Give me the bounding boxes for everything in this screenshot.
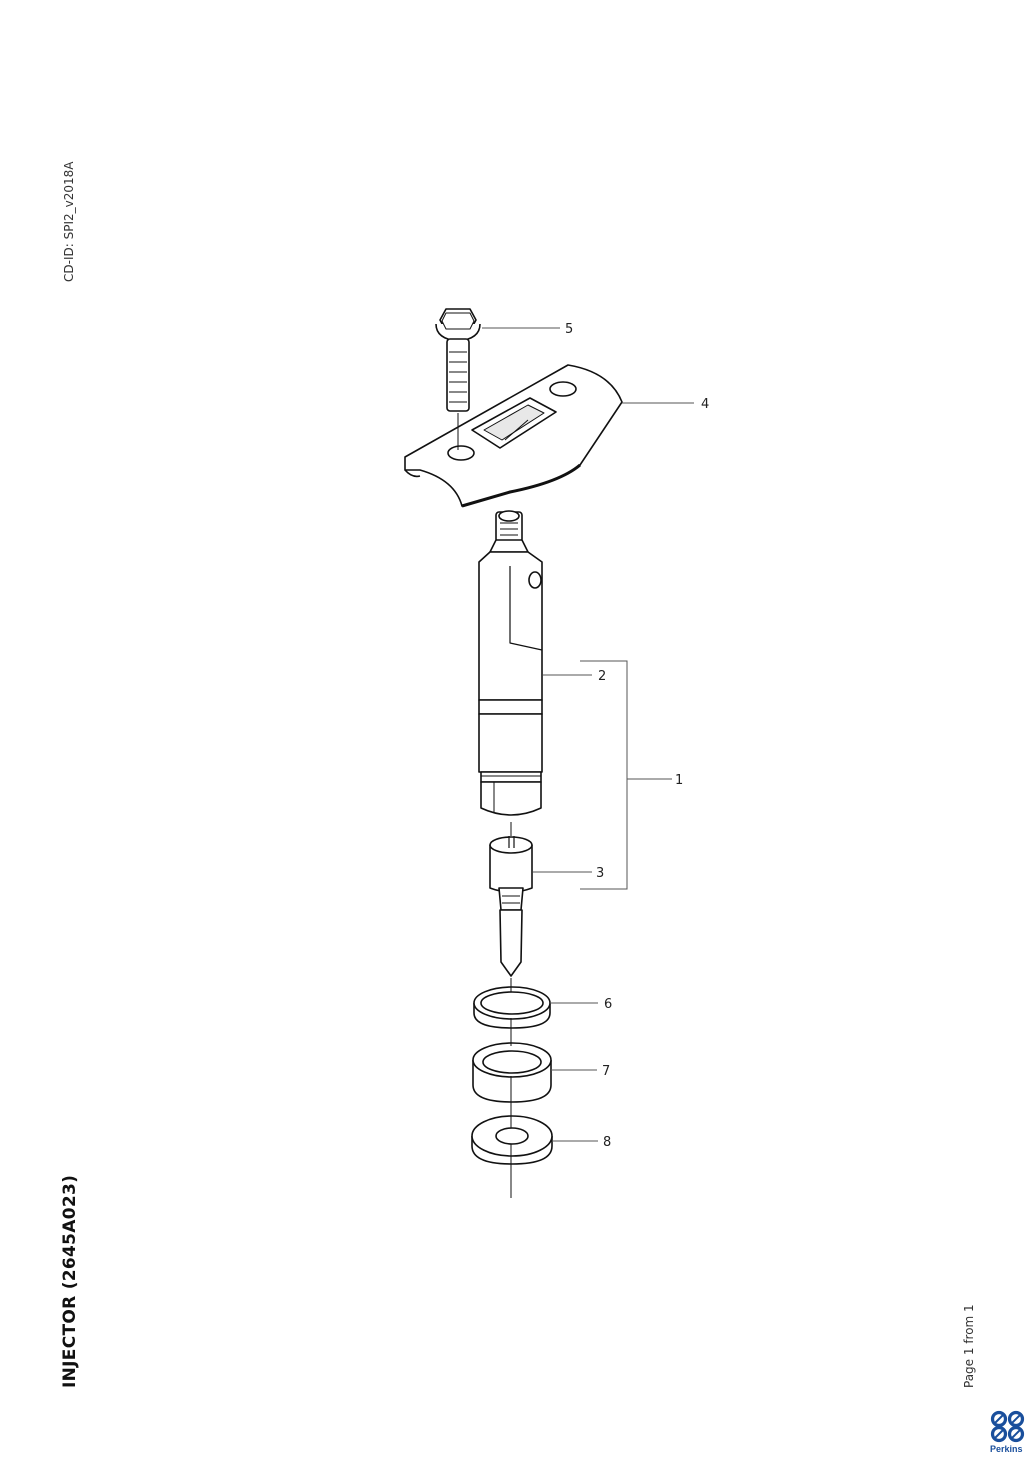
callout-6: 6 xyxy=(604,997,612,1012)
axis-lines xyxy=(457,413,512,1198)
perkins-logo-icon: Perkins xyxy=(990,1410,1025,1454)
callout-1: 1 xyxy=(675,773,683,788)
callout-4: 4 xyxy=(701,397,709,412)
part-6-ring xyxy=(473,986,551,1029)
callout-2: 2 xyxy=(598,669,606,684)
part-4-clamp-plate xyxy=(404,364,623,508)
callout-5: 5 xyxy=(565,322,573,337)
callout-3: 3 xyxy=(596,866,604,881)
callout-8: 8 xyxy=(603,1135,611,1150)
part-7-sleeve xyxy=(472,1042,552,1103)
part-2-injector-body xyxy=(478,510,543,816)
part-8-washer xyxy=(471,1115,553,1165)
callout-7: 7 xyxy=(602,1064,610,1079)
leader-lines xyxy=(482,327,694,1142)
part-3-nozzle xyxy=(489,836,533,977)
brand-name: Perkins xyxy=(990,1444,1023,1454)
part-5-bolt xyxy=(435,308,481,412)
